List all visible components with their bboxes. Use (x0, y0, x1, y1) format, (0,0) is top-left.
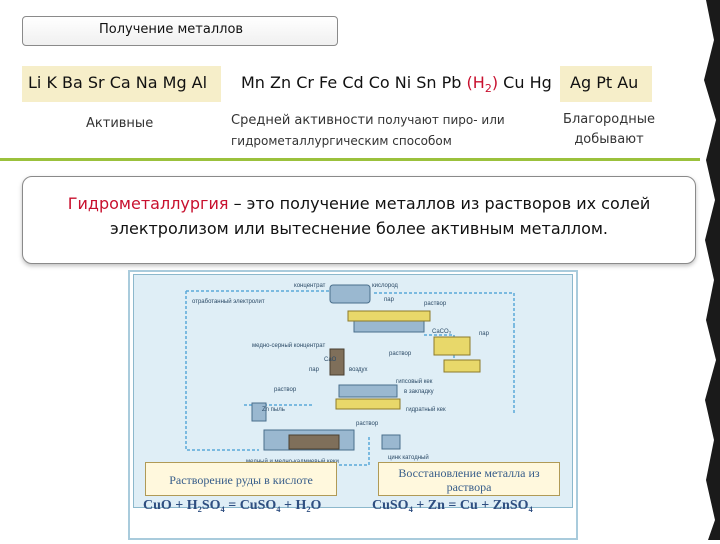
process-reduction-box: Восстановление металла из раствора (378, 462, 560, 496)
label-cao: CaO (324, 357, 337, 363)
scheme-frame (128, 270, 578, 540)
right-edge-decoration (700, 0, 720, 540)
medium-category-line1-rest: получают пиро- или (373, 113, 505, 127)
page-title: Получение металлов (99, 22, 244, 37)
medium-category-line2: гидрометаллургическим способом (231, 134, 452, 148)
noble-category-label: Благородные добывают (556, 110, 662, 150)
label-hydrate-cake: гидратный кек (406, 406, 446, 413)
equation-reduction: CuSO₄ + Zn = Cu + ZnSO₄ (372, 498, 533, 513)
medium-category-label: Средней активности получают пиро- или ги… (231, 110, 505, 152)
medium-metals-segment: Mn Zn Cr Fe Cd Co Ni Sn Pb (H2) Cu Hg (221, 66, 560, 102)
label-zn-dust: Zn пыль (262, 407, 285, 413)
label-steam1: пар (384, 297, 395, 303)
activity-series: Li K Ba Sr Ca Na Mg Al Mn Zn Cr Fe Cd Co… (22, 66, 652, 102)
process-reduction-line2: раствора (446, 480, 492, 494)
label-spent-electrolyte: отработанный электролит (192, 298, 265, 305)
divider-line (0, 158, 720, 161)
process-reduction-line1: Восстановление металла из (398, 466, 540, 480)
process-dissolution-box: Растворение руды в кислоте (145, 462, 337, 496)
label-cu-cd-cakes: медный и медно-кадмиевый кеки (246, 458, 339, 465)
label-gypsum: гипсовый кек (396, 378, 433, 385)
label-air: воздух (349, 367, 368, 373)
label-acid: кислород (372, 283, 398, 289)
label-solution2: раствор (389, 351, 412, 357)
label-zinc-cathode: цинк катодный (388, 454, 429, 461)
active-metals-segment: Li K Ba Sr Ca Na Mg Al (22, 66, 221, 102)
label-to-backfill: в закладку (404, 389, 434, 395)
label-caco: CaCO₃ (432, 329, 452, 335)
hydrogen-label: (H2) (466, 73, 499, 96)
label-steam3: пар (309, 367, 320, 373)
noble-category-line2: добывают (574, 132, 644, 147)
medium-metals-after: Cu Hg (498, 73, 552, 92)
definition-text: – это получение металлов из растворов их… (109, 194, 651, 238)
hydrogen-close: ) (491, 73, 499, 92)
definition-term: Гидрометаллургия (67, 194, 229, 213)
label-steam2: пар (479, 331, 490, 337)
medium-metals-before: Mn Zn Cr Fe Cd Co Ni Sn Pb (241, 73, 467, 92)
label-solution1: раствор (424, 301, 447, 307)
label-copper-concentrate: медно-серный концентрат (252, 342, 325, 349)
hydrogen-subscript: 2 (484, 82, 492, 96)
hydrogen-open: (H (466, 73, 485, 92)
noble-metals-segment: Ag Pt Au (560, 66, 652, 102)
label-concentrate: концентрат (294, 283, 326, 289)
active-category-label: Активные (86, 116, 154, 131)
page-title-box: Получение металлов (22, 16, 338, 46)
definition-box: Гидрометаллургия – это получение металло… (22, 176, 696, 264)
label-solution3: раствор (274, 387, 297, 393)
process-dissolution-label: Растворение руды в кислоте (169, 473, 313, 487)
equation-dissolution: CuO + H₂SO₄ = CuSO₄ + H₂O (143, 498, 322, 513)
label-solution4: раствор (356, 421, 379, 427)
medium-category-line1: Средней активности (231, 113, 374, 128)
noble-category-line1: Благородные (563, 112, 655, 127)
